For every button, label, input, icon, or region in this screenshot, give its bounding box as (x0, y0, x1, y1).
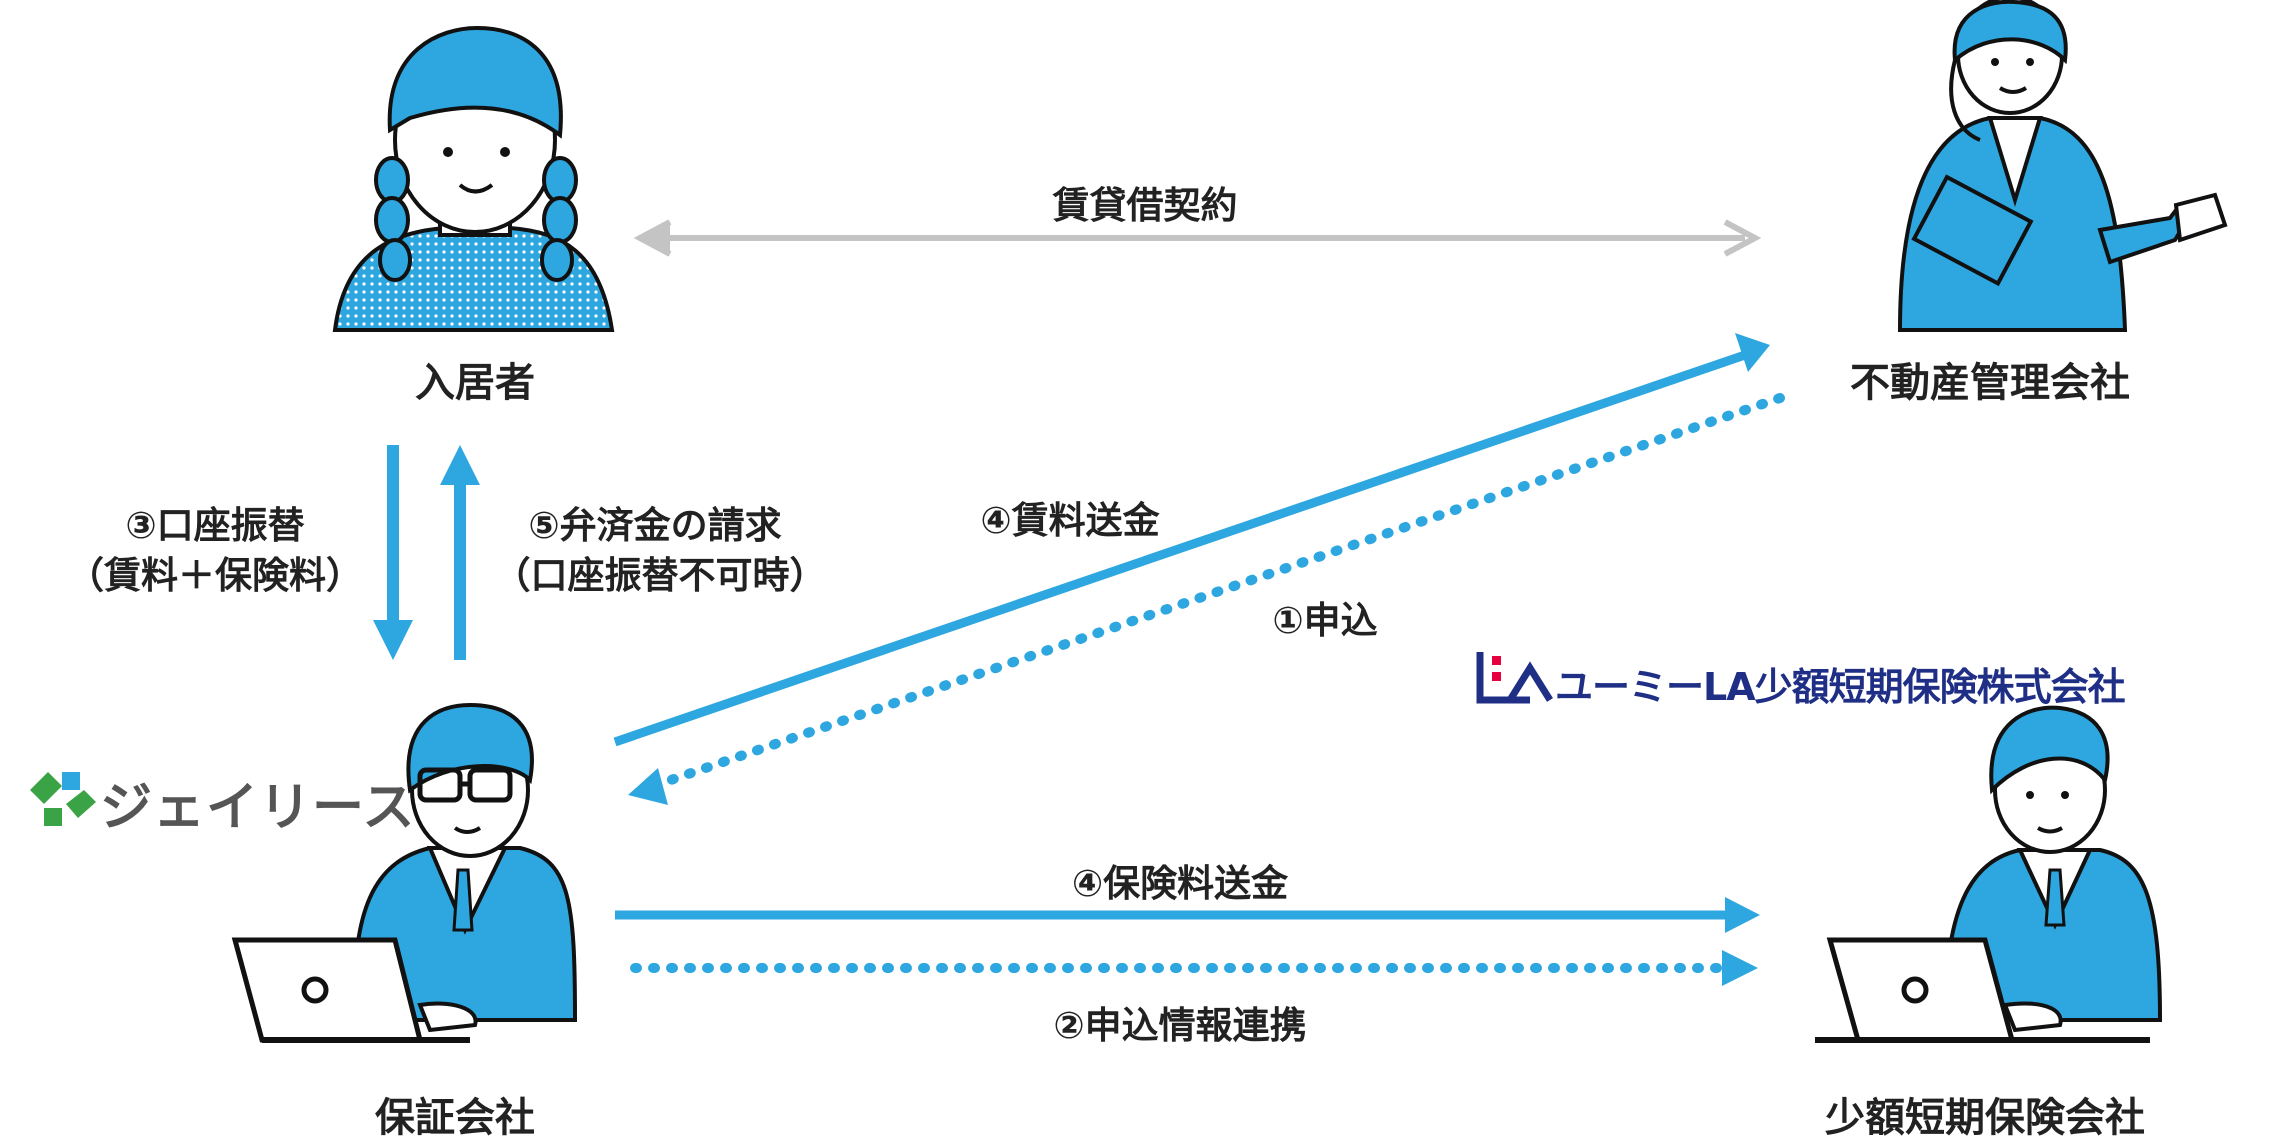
guarantor-logo-text: ジェイリース (100, 778, 416, 838)
repayment-request-detail: （口座振替不可時） (493, 554, 827, 597)
application-label: ①申込 (1272, 599, 1378, 642)
property-manager-figure (1897, 0, 2228, 332)
repayment-request-arrow (440, 445, 480, 660)
insurer-figure (1815, 705, 2163, 1043)
insurer-logo-mark (1476, 652, 1553, 704)
property-manager-label: 不動産管理会社 (1850, 360, 2130, 406)
resident-label: 入居者 (415, 360, 535, 406)
lease-contract-label: 賃貸借契約 (1052, 184, 1238, 227)
premium-remittance-label: ④保険料送金 (1071, 862, 1289, 905)
application-arrow (628, 393, 1785, 805)
premium-remittance-arrow (615, 897, 1760, 933)
insurer-label: 少額短期保険会社 (1825, 1095, 2145, 1141)
resident-figure (332, 25, 615, 332)
guarantor-label: 保証会社 (375, 1095, 535, 1141)
guarantor-figure (231, 702, 578, 1043)
insurer-logo-text: ユーミーLA少額短期保険株式会社 (1555, 665, 2126, 709)
rent-remittance-arrow (613, 333, 1770, 747)
account-transfer-detail: （賃料＋保険料） (67, 554, 363, 597)
application-info-arrow (630, 950, 1758, 986)
application-info-label: ②申込情報連携 (1053, 1004, 1307, 1047)
account-transfer-label: ③口座振替 (125, 504, 305, 547)
account-transfer-arrow (373, 445, 413, 660)
lease-contract-arrow (633, 219, 1762, 257)
repayment-request-label: ⑤弁済金の請求 (528, 504, 782, 547)
guarantor-logo-mark (30, 772, 96, 826)
rent-remittance-label: ④賃料送金 (980, 499, 1160, 542)
